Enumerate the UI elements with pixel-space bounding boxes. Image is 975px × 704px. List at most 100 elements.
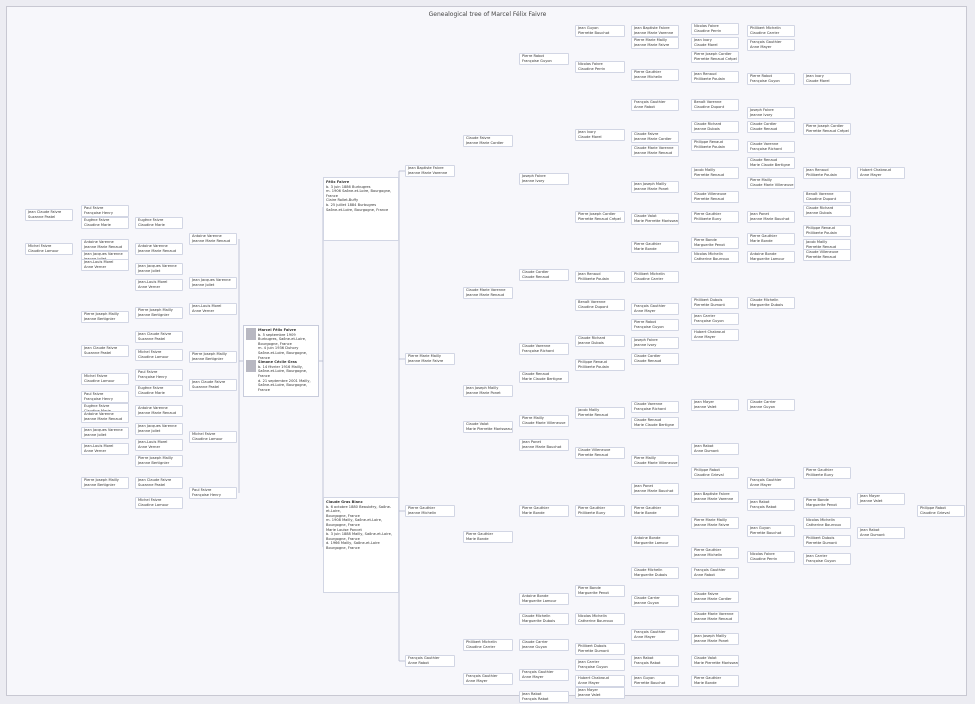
mother-card[interactable]: Claude Gras Blanc b. 6 octobre 1880 Beau…: [323, 497, 399, 593]
